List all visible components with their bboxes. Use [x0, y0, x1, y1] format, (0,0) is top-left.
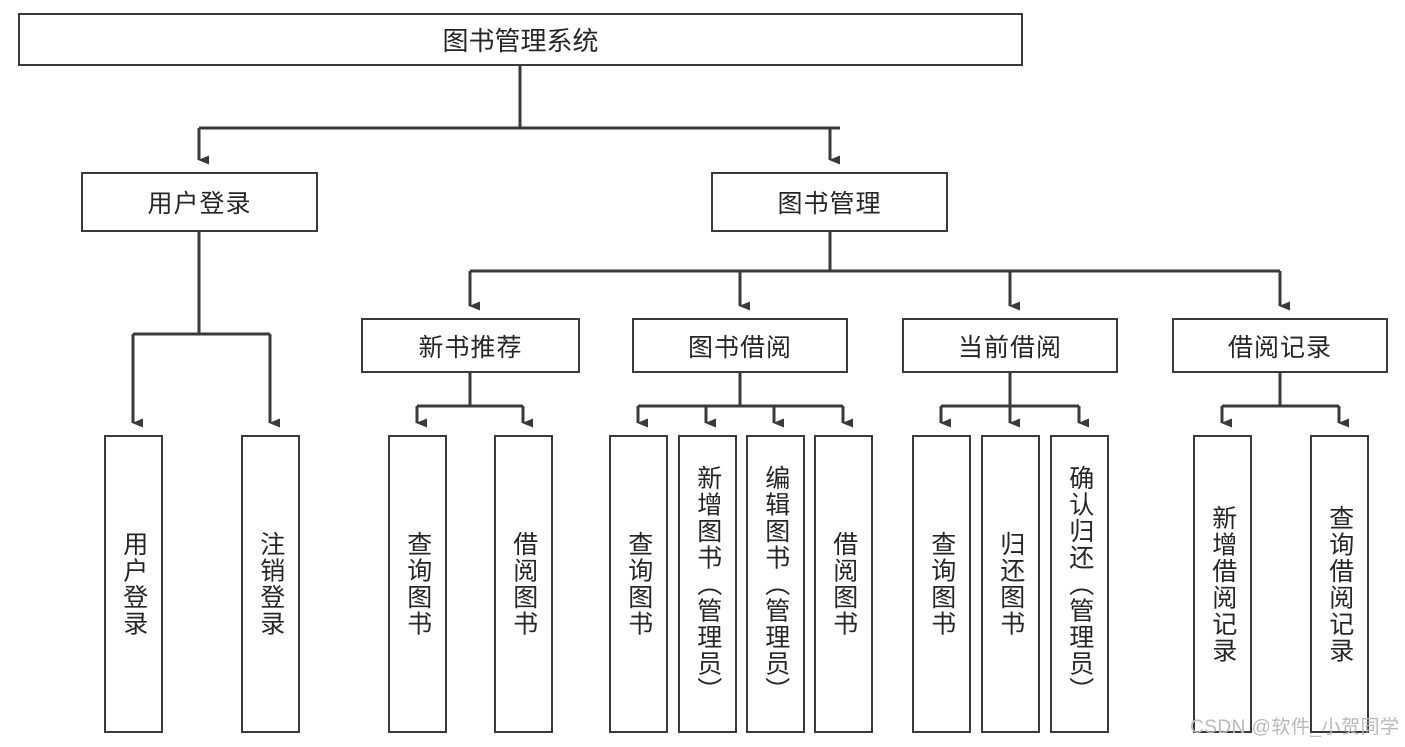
node-label: 归还图书 [996, 531, 1025, 637]
node-label: 查询图书 [624, 531, 653, 637]
node-label: 查询图书 [403, 531, 432, 637]
node-book-borrow[interactable]: 图书借阅 [632, 318, 848, 373]
node-label: 新增借阅记录 [1208, 504, 1237, 664]
node-borrow-record[interactable]: 借阅记录 [1172, 318, 1388, 373]
leaf-confirm-return-admin[interactable]: 确认归还（管理员） [1050, 435, 1109, 733]
leaf-add-book-admin[interactable]: 新增图书（管理员） [678, 435, 737, 733]
node-label: 编辑图书（管理员） [761, 464, 790, 704]
node-label: 借阅图书 [509, 531, 538, 637]
node-label: 注销登录 [256, 531, 285, 637]
watermark: CSDN @软件_小贺同学 [1190, 717, 1400, 738]
node-label: 用户登录 [147, 190, 252, 218]
node-label: 借阅记录 [1227, 333, 1332, 362]
node-label: 图书借阅 [687, 333, 792, 362]
node-label: 查询借阅记录 [1325, 504, 1354, 664]
leaf-borrow-book-recommend[interactable]: 借阅图书 [494, 435, 553, 733]
leaf-query-book-recommend[interactable]: 查询图书 [388, 435, 447, 733]
node-label: 用户登录 [119, 531, 148, 637]
leaf-user-logout[interactable]: 注销登录 [241, 435, 300, 733]
leaf-edit-book-admin[interactable]: 编辑图书（管理员） [746, 435, 805, 733]
node-label: 借阅图书 [829, 531, 858, 637]
leaf-query-book-borrow[interactable]: 查询图书 [609, 435, 668, 733]
node-user-login[interactable]: 用户登录 [81, 172, 318, 232]
node-label: 图书管理系统 [442, 26, 599, 56]
node-new-book-recommend[interactable]: 新书推荐 [361, 318, 580, 373]
node-label: 查询图书 [927, 531, 956, 637]
node-label: 图书管理 [777, 190, 882, 218]
node-label: 新书推荐 [418, 333, 523, 362]
node-label: 新增图书（管理员） [693, 464, 722, 704]
leaf-query-borrow-record[interactable]: 查询借阅记录 [1310, 435, 1369, 733]
node-label: 当前借阅 [957, 333, 1062, 362]
node-label: 确认归还（管理员） [1065, 464, 1094, 704]
node-current-borrow[interactable]: 当前借阅 [902, 318, 1118, 373]
leaf-borrow-book[interactable]: 借阅图书 [814, 435, 873, 733]
leaf-user-login[interactable]: 用户登录 [104, 435, 163, 733]
leaf-add-borrow-record[interactable]: 新增借阅记录 [1193, 435, 1252, 733]
node-root-book-management-system[interactable]: 图书管理系统 [18, 13, 1023, 66]
node-book-management[interactable]: 图书管理 [711, 172, 948, 232]
leaf-query-book-current[interactable]: 查询图书 [912, 435, 971, 733]
leaf-return-book[interactable]: 归还图书 [981, 435, 1040, 733]
